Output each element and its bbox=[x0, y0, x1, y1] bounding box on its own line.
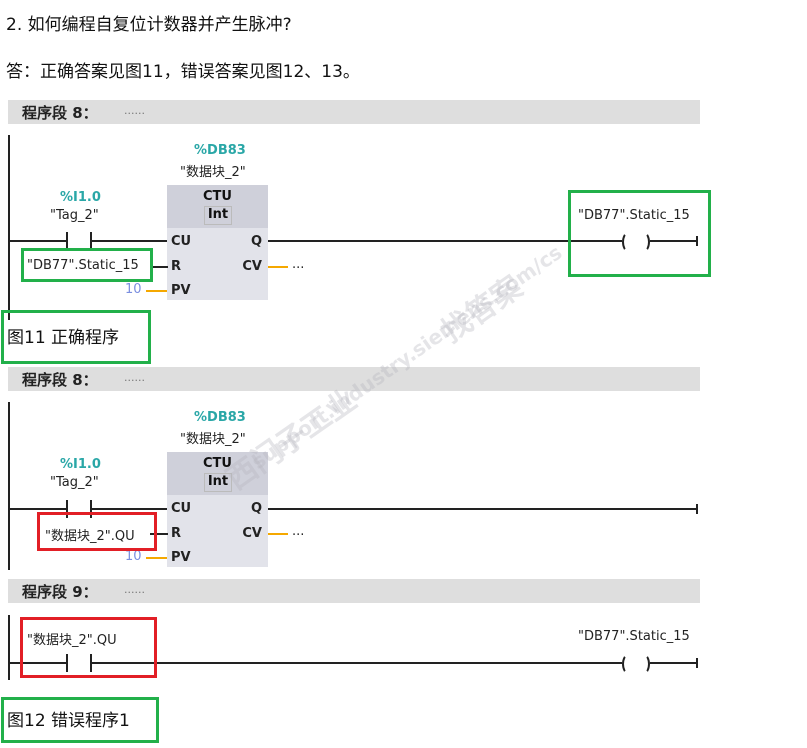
pv-wire bbox=[146, 557, 167, 559]
contact-tag: "Tag_2" bbox=[50, 208, 99, 223]
ctu-block[interactable]: CTU Int CU R PV Q CV bbox=[167, 452, 268, 567]
ctu-block[interactable]: CTU Int CU R PV Q CV bbox=[167, 185, 268, 300]
pv-value: 10 bbox=[125, 282, 142, 297]
contact-tag: "数据块_2".QU bbox=[27, 633, 117, 648]
power-rail bbox=[8, 615, 10, 680]
db-address: %DB83 bbox=[194, 143, 246, 158]
no-contact[interactable] bbox=[66, 232, 92, 250]
highlight-red bbox=[20, 617, 157, 678]
cv-wire bbox=[268, 533, 288, 535]
data-type: Int bbox=[204, 206, 232, 225]
network-comment: ...... bbox=[124, 583, 145, 596]
network-header: 程序段 8：...... bbox=[8, 100, 700, 124]
rung bbox=[268, 240, 698, 242]
question-text: 2. 如何编程自复位计数器并产生脉冲? bbox=[6, 15, 292, 35]
contact-tag: "Tag_2" bbox=[50, 475, 99, 490]
watermark: support.industry.siemens.com/cs bbox=[246, 240, 567, 474]
pin-pv: PV bbox=[171, 550, 191, 565]
block-type: CTU bbox=[203, 189, 232, 204]
db-address: %DB83 bbox=[194, 410, 246, 425]
caption-box bbox=[1, 697, 159, 743]
coil-operand: "DB77".Static_15 bbox=[578, 208, 690, 223]
pin-cu: CU bbox=[171, 234, 192, 249]
network-header: 程序段 8：...... bbox=[8, 367, 700, 391]
power-rail bbox=[8, 402, 10, 570]
pin-r: R bbox=[171, 259, 182, 274]
reset-wire bbox=[150, 533, 168, 535]
rung-end bbox=[696, 504, 698, 514]
data-type: Int bbox=[204, 473, 232, 492]
figure-caption: 图12 错误程序1 bbox=[7, 711, 130, 731]
db-name: "数据块_2" bbox=[180, 165, 246, 180]
pin-q: Q bbox=[250, 234, 262, 249]
reset-wire bbox=[150, 266, 168, 268]
highlight-red bbox=[37, 512, 157, 551]
network-header: 程序段 9：...... bbox=[8, 579, 700, 603]
output-coil[interactable] bbox=[622, 654, 650, 674]
no-contact[interactable] bbox=[66, 654, 92, 672]
cv-wire bbox=[268, 266, 288, 268]
rung bbox=[8, 662, 698, 664]
highlight-green bbox=[568, 190, 711, 277]
coil-operand: "DB77".Static_15 bbox=[578, 629, 690, 644]
network-title: 程序段 8： bbox=[22, 104, 98, 122]
db-name: "数据块_2" bbox=[180, 432, 246, 447]
figure-caption: 图11 正确程序 bbox=[7, 328, 120, 348]
reset-operand: "DB77".Static_15 bbox=[27, 258, 139, 273]
network-title: 程序段 9： bbox=[22, 583, 98, 601]
highlight-green bbox=[21, 248, 153, 282]
rung-end bbox=[696, 658, 698, 668]
reset-operand: "数据块_2".QU bbox=[45, 529, 135, 544]
pv-wire bbox=[146, 290, 167, 292]
block-type: CTU bbox=[203, 456, 232, 471]
network-comment: ...... bbox=[124, 371, 145, 384]
output-coil[interactable] bbox=[622, 232, 650, 252]
contact-address: %I1.0 bbox=[60, 190, 101, 205]
contact-address: %I1.0 bbox=[60, 457, 101, 472]
network-comment: ...... bbox=[124, 104, 145, 117]
pin-cu: CU bbox=[171, 501, 192, 516]
pin-r: R bbox=[171, 526, 182, 541]
pin-cv: CV bbox=[242, 259, 262, 274]
power-rail bbox=[8, 135, 10, 320]
cv-value: ... bbox=[292, 524, 305, 539]
rung-end bbox=[696, 236, 698, 246]
pin-cv: CV bbox=[242, 526, 262, 541]
caption-box bbox=[1, 310, 151, 364]
answer-text: 答：正确答案见图11，错误答案见图12、13。 bbox=[6, 62, 360, 82]
pin-pv: PV bbox=[171, 283, 191, 298]
network-title: 程序段 8： bbox=[22, 371, 98, 389]
cv-value: ... bbox=[292, 257, 305, 272]
rung bbox=[268, 508, 698, 510]
pv-value: 10 bbox=[125, 549, 142, 564]
pin-q: Q bbox=[250, 501, 262, 516]
